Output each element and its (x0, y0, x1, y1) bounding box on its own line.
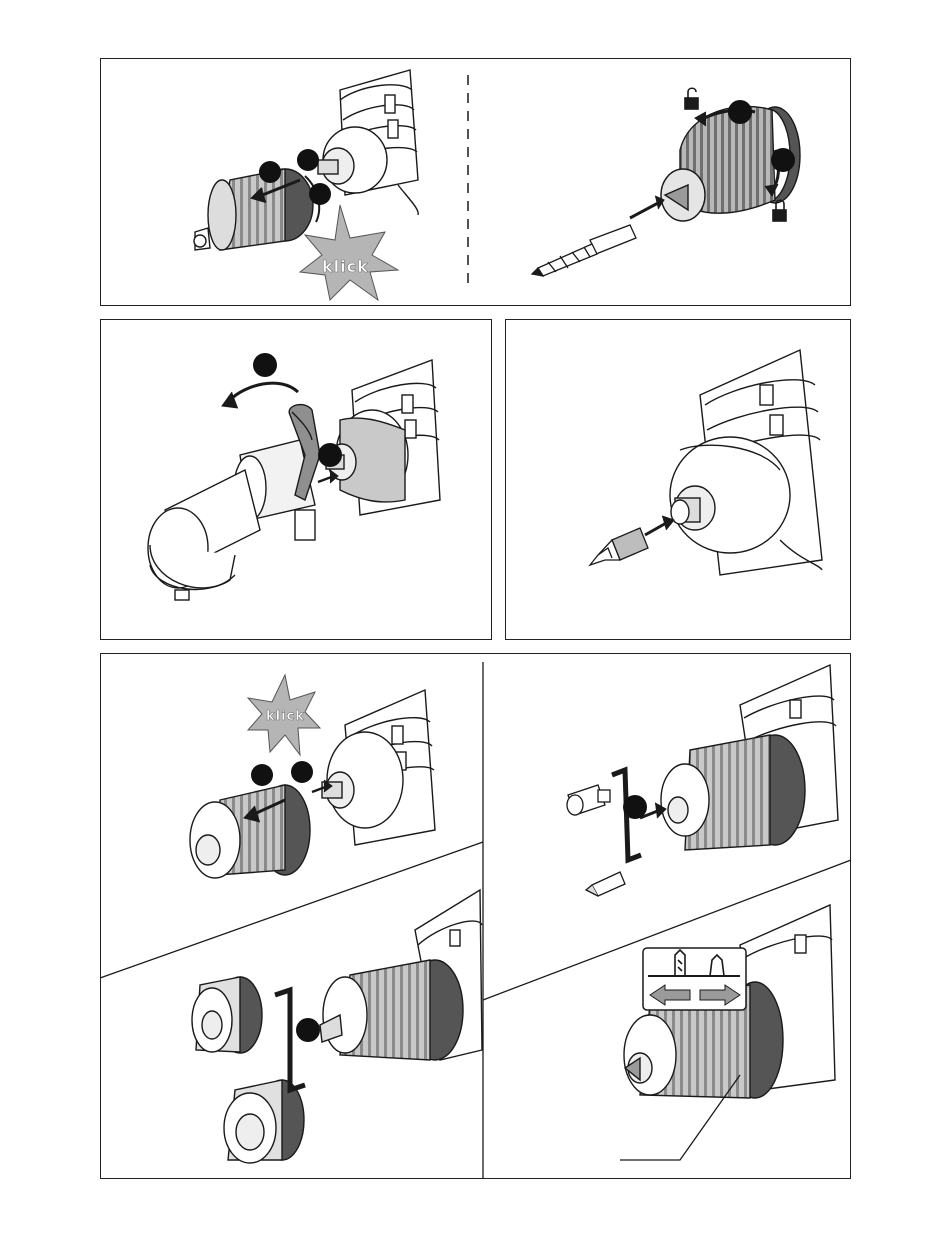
fig2-drill (326, 360, 440, 515)
fig4c-chuck-top (192, 977, 262, 1053)
callout-1 (253, 353, 277, 377)
callout-3 (309, 183, 331, 205)
klick-label: klick (266, 709, 305, 724)
fig4a-drill (322, 690, 435, 845)
fig3-arrow (645, 516, 674, 535)
fig3-drill (670, 350, 822, 575)
fig4c-callout-1 (296, 1018, 320, 1042)
callout-1 (259, 161, 281, 183)
unlocked-padlock-icon (685, 88, 698, 109)
callout-1 (251, 764, 273, 786)
fig3-screwdriver-bit (590, 528, 648, 565)
fig1-klick-starburst: klick (300, 205, 398, 300)
fig4d-mode-selector-label (643, 948, 746, 1010)
fig4a-callouts (251, 761, 313, 786)
fig4b-callout-1 (623, 795, 647, 819)
fig2-angle-head (148, 440, 315, 600)
fig4a-klick-starburst: klick (248, 675, 320, 755)
fig1-drill-bit (532, 225, 636, 276)
callout-2 (291, 761, 313, 783)
fig4a-chuck (190, 785, 310, 878)
fig4c-drill (320, 890, 482, 1060)
fig4c-bracket (275, 990, 305, 1090)
callout-2 (771, 148, 795, 172)
fig4b-drill (661, 665, 838, 850)
callout-2 (318, 443, 342, 467)
callout-2 (297, 149, 319, 171)
fig1-left-drill (318, 70, 418, 215)
klick-label: klick (322, 257, 369, 276)
fig4b-adapters (567, 785, 625, 896)
callout-1 (728, 100, 752, 124)
fig4c-chuck-bottom (224, 1080, 304, 1163)
